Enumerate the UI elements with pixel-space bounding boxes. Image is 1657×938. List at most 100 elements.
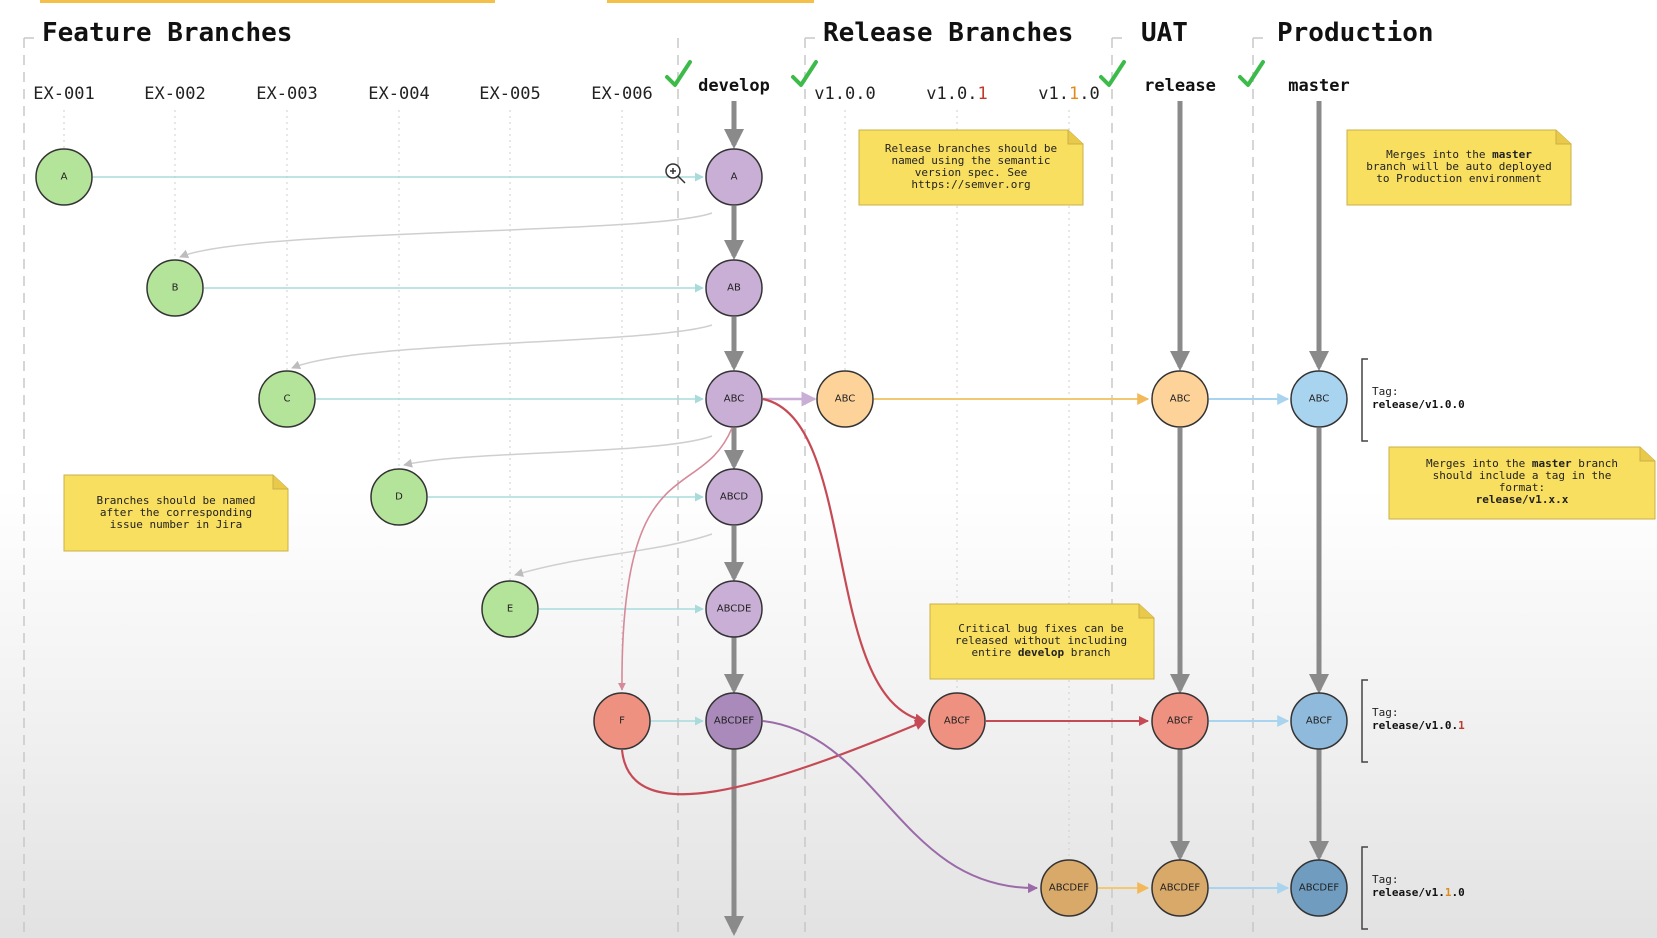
branch-label-master: master xyxy=(1288,76,1349,96)
svg-text:Critical bug fixes can be: Critical bug fixes can be xyxy=(958,622,1124,635)
svg-text:C: C xyxy=(284,394,291,405)
svg-text:ABC: ABC xyxy=(835,394,856,405)
release-v1-0-0-node: ABC xyxy=(816,370,874,428)
tag-release-v1-1-0: Tag: release/v1.1.0 xyxy=(1372,873,1465,899)
section-dividers xyxy=(23,37,1270,938)
branch-label-develop: develop xyxy=(698,76,770,96)
svg-text:version spec. See: version spec. See xyxy=(915,166,1028,179)
develop-node-abcd: ABCD xyxy=(705,468,763,526)
svg-text:ABC: ABC xyxy=(1309,394,1330,405)
prod-node-abc: ABC xyxy=(1290,370,1348,428)
develop-node-abc: ABC xyxy=(705,370,763,428)
svg-text:named using the semantic: named using the semantic xyxy=(892,154,1051,167)
section-title-feature: Feature Branches xyxy=(42,18,292,48)
uat-node-abcf: ABCF xyxy=(1151,692,1209,750)
svg-text:branch will be auto deployed: branch will be auto deployed xyxy=(1366,160,1551,173)
uat-node-abcdef: ABCDEF xyxy=(1151,859,1209,917)
svg-text:Merges into the master: Merges into the master xyxy=(1386,148,1532,161)
note-branch-naming: Branches should be named after the corre… xyxy=(63,474,289,552)
svg-text:after the corresponding: after the corresponding xyxy=(100,506,252,519)
svg-text:ABCF: ABCF xyxy=(944,716,971,727)
note-tag-format: Merges into the master branch should inc… xyxy=(1388,446,1656,520)
tag-release-v1-0-0: Tag: release/v1.0.0 xyxy=(1372,385,1465,411)
feature-node-e: E xyxy=(481,580,539,638)
svg-text:format:: format: xyxy=(1499,481,1545,494)
section-title-uat: UAT xyxy=(1141,18,1188,48)
hotfix-merge-arrow xyxy=(620,719,927,796)
svg-text:ABC: ABC xyxy=(1170,394,1191,405)
prod-node-abcf: ABCF xyxy=(1290,692,1348,750)
branch-label-ex-004: EX-004 xyxy=(368,84,429,104)
branch-label-ex-002: EX-002 xyxy=(144,84,205,104)
branch-off-arrows xyxy=(179,212,713,577)
tag-brackets xyxy=(1361,358,1368,930)
prod-node-abcdef: ABCDEF xyxy=(1290,859,1348,917)
svg-text:Tag:: Tag: xyxy=(1372,873,1399,886)
svg-text:release/v1.0.1: release/v1.0.1 xyxy=(1372,719,1465,732)
svg-text:A: A xyxy=(61,172,68,183)
feature-node-c: C xyxy=(258,370,316,428)
svg-text:should include a tag in the: should include a tag in the xyxy=(1433,469,1612,482)
branch-label-v1-0-1: v1.0.1 xyxy=(926,84,987,104)
develop-node-a: A xyxy=(705,148,763,206)
svg-text:A: A xyxy=(731,172,738,183)
branch-label-ex-001: EX-001 xyxy=(33,84,94,104)
branch-label-v1-0-0: v1.0.0 xyxy=(814,84,875,104)
svg-text:Release branches should be: Release branches should be xyxy=(885,142,1057,155)
svg-text:B: B xyxy=(172,283,179,294)
svg-text:ABCDEF: ABCDEF xyxy=(1049,883,1090,894)
svg-text:release/v1.x.x: release/v1.x.x xyxy=(1476,493,1569,506)
branch-label-v1-1-0: v1.1.0 xyxy=(1038,84,1099,104)
section-title-production: Production xyxy=(1277,18,1434,48)
svg-text:Tag:: Tag: xyxy=(1372,385,1399,398)
release-v1-0-1-node: ABCF xyxy=(928,692,986,750)
svg-text:ABCD: ABCD xyxy=(720,492,749,503)
svg-text:ABC: ABC xyxy=(724,394,745,405)
svg-text:ABCDEF: ABCDEF xyxy=(1299,883,1340,894)
hotfix-branch-off-arrow xyxy=(617,427,733,691)
svg-text:release/v1.1.0: release/v1.1.0 xyxy=(1372,886,1465,899)
checkmark-icon xyxy=(1099,60,1126,87)
develop-node-abcde: ABCDE xyxy=(705,580,763,638)
zoom-cursor-icon xyxy=(665,163,686,184)
svg-text:Branches should be named: Branches should be named xyxy=(97,494,256,507)
feature-node-d: D xyxy=(370,468,428,526)
svg-text:Merges into the master branch: Merges into the master branch xyxy=(1426,457,1618,470)
develop-node-abcdef: ABCDEF xyxy=(705,692,763,750)
branch-label-ex-003: EX-003 xyxy=(256,84,317,104)
svg-text:https://semver.org: https://semver.org xyxy=(911,178,1030,191)
develop-to-hotfix-release-arrow xyxy=(762,397,927,725)
branch-label-release: release xyxy=(1144,76,1216,96)
branch-guides xyxy=(63,110,1070,860)
feature-node-b: B xyxy=(146,259,204,317)
uat-node-abc: ABC xyxy=(1151,370,1209,428)
svg-text:ABCF: ABCF xyxy=(1306,716,1333,727)
branch-label-ex-005: EX-005 xyxy=(479,84,540,104)
note-bug-fix: Critical bug fixes can be released witho… xyxy=(929,603,1155,680)
svg-text:ABCDEF: ABCDEF xyxy=(1160,883,1201,894)
section-title-release: Release Branches xyxy=(823,18,1073,48)
checkmark-icon xyxy=(791,60,818,87)
feature-merge-arrows xyxy=(93,172,704,726)
branch-label-ex-006: EX-006 xyxy=(591,84,652,104)
tag-release-v1-0-1: Tag: release/v1.0.1 xyxy=(1372,706,1465,732)
trunk-lines xyxy=(724,101,1329,936)
svg-text:AB: AB xyxy=(727,283,741,294)
svg-text:to Production environment: to Production environment xyxy=(1376,172,1542,185)
top-highlight-bar xyxy=(40,0,495,3)
hotfix-node-f: F xyxy=(593,692,651,750)
svg-text:ABCDEF: ABCDEF xyxy=(714,716,755,727)
checkmark-icon xyxy=(1238,60,1265,87)
svg-text:E: E xyxy=(507,604,513,615)
svg-text:released without including: released without including xyxy=(955,634,1127,647)
svg-text:entire develop branch: entire develop branch xyxy=(971,646,1110,659)
release-v1-1-0-node: ABCDEF xyxy=(1040,859,1098,917)
svg-text:ABCF: ABCF xyxy=(1167,716,1194,727)
svg-text:Tag:: Tag: xyxy=(1372,706,1399,719)
feature-node-a: A xyxy=(35,148,93,206)
top-highlight-bar xyxy=(607,0,814,3)
note-auto-deploy: Merges into the master branch will be au… xyxy=(1346,129,1572,206)
checkmark-icon xyxy=(665,60,692,87)
note-release-naming: Release branches should be named using t… xyxy=(858,129,1084,206)
